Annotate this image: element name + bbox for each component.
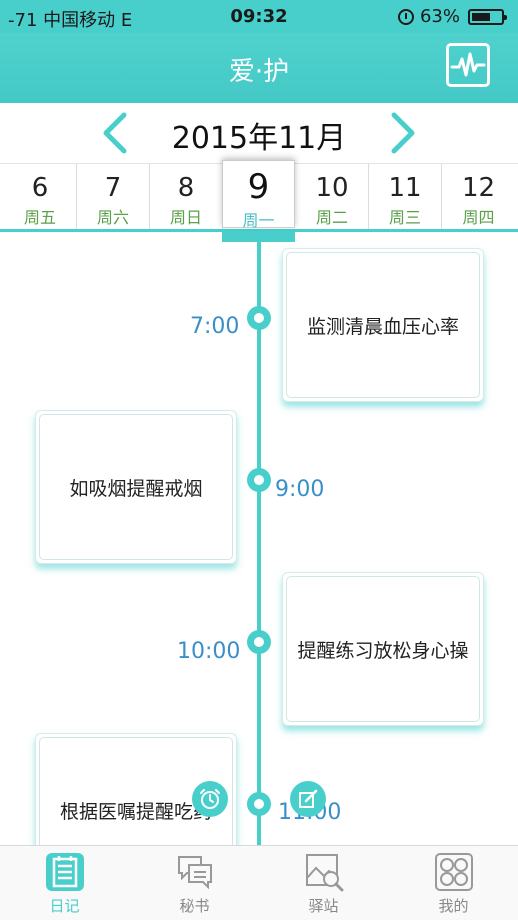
timeline-node	[247, 630, 271, 654]
day-weekday: 周五	[23, 208, 56, 227]
tab-label: 驿站	[308, 897, 339, 915]
day-weekday: 周日	[169, 208, 202, 227]
selected-day-indicator	[222, 231, 295, 242]
next-month-button[interactable]	[382, 111, 422, 155]
pulse-monitor-button[interactable]	[446, 43, 490, 87]
month-header: 2015年11月	[0, 103, 518, 163]
tab-secretary[interactable]: 秘书	[130, 846, 259, 920]
day-weekday: 周四	[462, 208, 495, 227]
day-number: 6	[31, 173, 49, 203]
chevron-right-icon	[391, 112, 415, 154]
prev-month-button[interactable]	[96, 111, 136, 155]
event-card[interactable]: 如吸烟提醒戒烟	[35, 410, 237, 564]
day-cell[interactable]: 10 周二	[296, 164, 369, 230]
chat-icon	[177, 856, 212, 890]
profile-apps-icon	[434, 853, 473, 891]
tab-bar: 日记 秘书 驿站 我的	[0, 845, 518, 920]
event-card[interactable]: 提醒练习放松身心操	[282, 572, 484, 726]
day-number: 11	[388, 173, 422, 203]
tab-station[interactable]: 驿站	[259, 846, 388, 920]
tab-diary[interactable]: 日记	[0, 846, 129, 920]
day-weekday: 周一	[242, 211, 275, 230]
event-card[interactable]: 监测清晨血压心率	[282, 248, 484, 402]
day-strip: 6 周五 7 周六 8 周日 9 周一 10 周二 11 周三 12 周四	[0, 160, 518, 232]
day-number: 7	[104, 173, 122, 203]
event-time: 9:00	[275, 477, 325, 502]
status-time: 09:32	[230, 6, 288, 27]
event-time: 7:00	[190, 314, 240, 339]
day-number: 8	[177, 173, 195, 203]
status-bar: -71 中国移动 E 09:32 63%	[0, 0, 518, 33]
day-cell[interactable]: 11 周三	[369, 164, 442, 230]
day-number: 12	[461, 173, 496, 203]
month-label: 2015年11月	[171, 121, 347, 156]
tab-mine[interactable]: 我的	[389, 846, 518, 920]
add-alarm-button[interactable]	[192, 781, 228, 817]
event-text: 根据医嘱提醒吃药	[59, 800, 212, 823]
map-search-icon	[305, 854, 343, 892]
edit-icon	[299, 789, 318, 808]
chevron-left-icon	[103, 112, 127, 154]
event-time: 10:00	[177, 639, 241, 664]
timeline-node	[247, 792, 271, 816]
day-cell[interactable]: 6 周五	[4, 164, 77, 230]
status-right: 63%	[397, 6, 507, 27]
event-text: 监测清晨血压心率	[306, 315, 459, 338]
diary-icon	[45, 853, 84, 891]
event-text: 如吸烟提醒戒烟	[69, 477, 203, 500]
day-cell[interactable]: 7 周六	[77, 164, 150, 230]
battery-icon	[468, 8, 507, 25]
event-text: 提醒练习放松身心操	[297, 639, 469, 662]
day-cell[interactable]: 8 周日	[150, 164, 223, 230]
day-number: 9	[247, 167, 270, 207]
tab-label: 我的	[438, 897, 469, 915]
day-cell-selected[interactable]: 9 周一	[222, 160, 295, 230]
battery-percent: 63%	[419, 6, 460, 27]
page-title: 爱·护	[228, 57, 290, 87]
edit-note-button[interactable]	[290, 781, 326, 817]
day-weekday: 周六	[96, 208, 129, 227]
pulse-monitor-icon	[450, 52, 486, 77]
nav-bar: 爱·护	[0, 33, 518, 103]
day-cell[interactable]: 12 周四	[442, 164, 515, 230]
timeline-line	[257, 240, 261, 845]
tab-label: 秘书	[179, 897, 210, 915]
timeline-node	[247, 306, 271, 330]
day-number: 10	[315, 173, 349, 203]
day-weekday: 周三	[388, 208, 421, 227]
timeline-node	[247, 468, 271, 492]
day-weekday: 周二	[315, 208, 348, 227]
alarm-status-icon	[397, 8, 414, 25]
alarm-clock-icon	[200, 789, 220, 809]
tab-label: 日记	[49, 897, 80, 915]
carrier-signal: -71 中国移动 E	[8, 10, 133, 31]
